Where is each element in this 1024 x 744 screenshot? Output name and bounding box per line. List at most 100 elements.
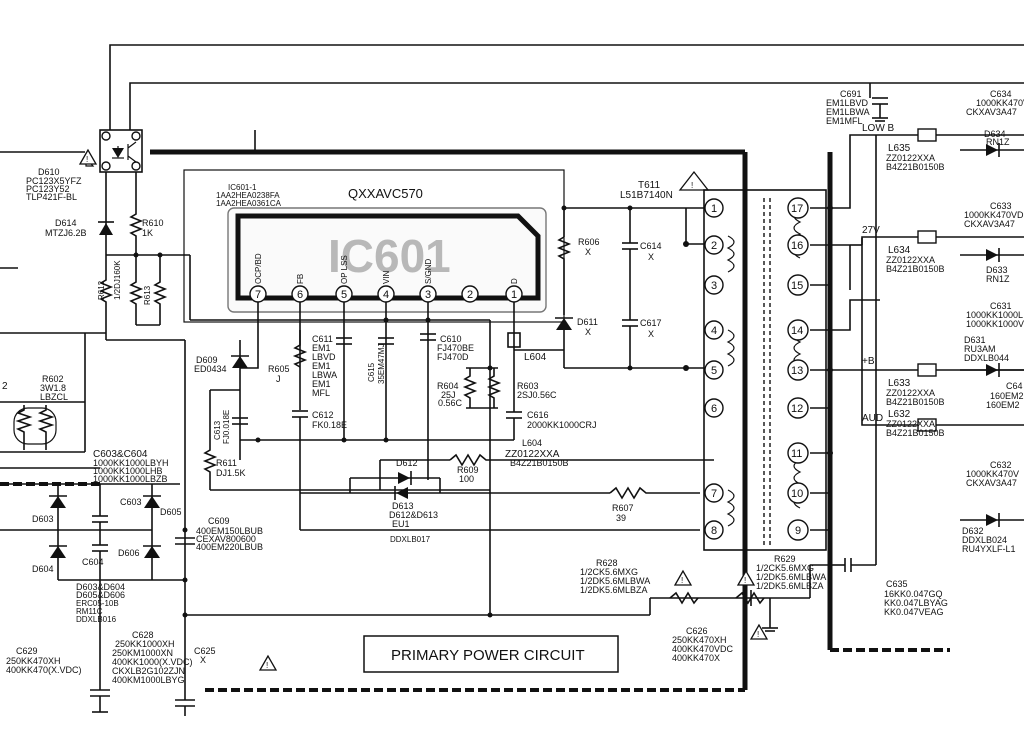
d633-label-0: D633: [986, 265, 1008, 275]
c633-label-2: CKXAV3A47: [964, 219, 1015, 229]
d634-label-0: D634: [984, 129, 1006, 139]
output-inductor-part: B4Z21B0150B: [886, 162, 945, 172]
c64x-label-0: C64: [1006, 381, 1023, 391]
ic-pin-name: S/GND: [424, 258, 433, 284]
svg-text:!: !: [266, 661, 268, 670]
c616-label-1: 2000KK1000CRJ: [527, 420, 597, 430]
output-inductor-part: ZZ0122XXA: [886, 388, 935, 398]
d603set-label-2: ERC05-10B: [76, 599, 119, 608]
d614-label-0: D614: [55, 218, 77, 228]
ic601-part: QXXAVC570: [348, 186, 423, 201]
secondary-wiring: C635 16KK0.047GQ KK0.047LBYAG KK0.047VEA…: [810, 134, 948, 617]
r612-label-1: 1/2DJ160K: [113, 260, 122, 300]
c633-label-0: C633: [990, 201, 1012, 211]
ic-pin-name: FB: [296, 274, 305, 284]
c629-label-1: 250KK470XH: [6, 656, 61, 666]
output-inductor-label: L633: [888, 378, 911, 389]
d632-label-1: DDXLB024: [962, 535, 1007, 545]
warning-icons: ! ! ! ! !: [78, 148, 769, 671]
transformer-pin-14: [787, 319, 809, 341]
c635-label-1: 16KK0.047GQ: [884, 589, 943, 599]
r613-label: R613: [143, 285, 152, 305]
left-input-section: 2 R602 3W1.8 LBZCL C603&C604 1000KK1000L…: [0, 333, 169, 484]
c635-label-2: KK0.047LBYAG: [884, 598, 948, 608]
c629-label-0: C629: [16, 646, 38, 656]
transformer-pin-number: 10: [791, 488, 803, 500]
d614-r610-group: D614 MTZJ6.2B R610 1K R612 1/2DJ160K R61…: [0, 210, 440, 341]
c610-label-0: C610: [440, 334, 462, 344]
l604b-label-2: B4Z21B0150B: [510, 458, 569, 468]
c611-label-4: LBWA: [312, 370, 337, 380]
d609-label-1: ED0434: [194, 364, 227, 374]
output-net-label: 27V: [862, 225, 880, 236]
output-inductor-part: ZZ0122XXA: [886, 255, 935, 265]
c628-label-4: CKXLB2G102ZJN: [112, 666, 185, 676]
svg-text:!: !: [744, 576, 746, 585]
ic601-group: IC601 QXXAVC570 IC601-1 1AA2HEA0238FA 1A…: [183, 169, 565, 323]
c64x-label-1: 160EM2: [990, 391, 1024, 401]
r605-label-1: J: [276, 374, 281, 384]
c64x-label-2: 160EM2: [986, 400, 1020, 410]
c626-label-3: 400KK470X: [672, 653, 720, 663]
r607-label-0: R607: [612, 503, 634, 513]
c603c604-label-2: 1000KK1000LHB: [93, 466, 163, 476]
r604-label-0: R604: [437, 381, 459, 391]
c628-label-0: C628: [132, 630, 154, 640]
d613-label-3: DDXLB017: [390, 535, 431, 544]
bridge-rectifier: C603 C604 D603 D604 D605 D606 D603&D604 …: [0, 483, 185, 624]
c611-label-1: EM1: [312, 343, 331, 353]
r602-label-1: 3W1.8: [40, 383, 66, 393]
c617-label-1: X: [648, 329, 654, 339]
c609-label-1: 400EM150LBUB: [196, 526, 263, 536]
transformer-pin-17: [787, 197, 809, 219]
warning-icon: !: [673, 569, 693, 586]
c613-label-1: FJ0.018E: [222, 410, 231, 444]
transformer-pin-number: 12: [791, 403, 803, 415]
transformer-pin-12: [787, 397, 809, 419]
c614-label-1: X: [648, 252, 654, 262]
c617-label-0: C617: [640, 318, 662, 328]
c628-label-3: 400KK1000(X.VDC): [112, 657, 193, 667]
c625-label-1: X: [200, 655, 206, 665]
d610-label-0: D610: [38, 167, 60, 177]
output-inductor: [917, 230, 937, 244]
main-filter-and-bottom: C609 400EM150LBUB CEXAV800600 400EM220LB…: [6, 339, 650, 716]
r629-label-3: 1/2DK5.6MLBZA: [756, 581, 824, 591]
svg-text:!: !: [86, 155, 88, 164]
c614-label-0: C614: [640, 241, 662, 251]
transformer-pin-13: [787, 359, 809, 381]
output-inductor-label: L634: [888, 245, 911, 256]
c631-label-2: 1000KK1000V: [966, 319, 1024, 329]
c611-label-2: LBVD: [312, 352, 336, 362]
l604b-label-0: L604: [522, 438, 542, 448]
c610-label-2: FJ470D: [437, 352, 469, 362]
c610-label-1: FJ470BE: [437, 343, 474, 353]
c626-label-1: 250KK470XH: [672, 635, 727, 645]
c626-label-0: C626: [686, 626, 708, 636]
r609-label-0: R609: [457, 465, 479, 475]
c691-label-2: EM1LBWA: [826, 107, 870, 117]
d609-label-0: D609: [196, 355, 218, 365]
c603-label: C603: [120, 497, 142, 507]
r602-label-2: LBZCL: [40, 392, 68, 402]
c628-label-5: 400KM1000LBYG: [112, 675, 185, 685]
r628-r629-c626: R628 1/2CK5.6MXG 1/2DK5.6MLBWA 1/2DK5.6M…: [580, 554, 830, 663]
transformer-pin-number: 7: [711, 488, 717, 500]
ic-pin-wiring: D609 ED0434 R605 J C612 FK0.18E C611 EM1…: [194, 302, 597, 615]
c611-label-5: EM1: [312, 379, 331, 389]
transformer-pin-number: 17: [791, 203, 803, 215]
d632-label-2: RU4YXLF-L1: [962, 544, 1016, 554]
ic-pin-number: 4: [383, 289, 389, 301]
ic601-name: IC601: [328, 230, 451, 282]
transformer-pin-number: 3: [711, 280, 717, 292]
warning-icon: !: [78, 148, 98, 165]
c609-label-2: CEXAV800600: [196, 534, 256, 544]
d631-label-1: RU3AM: [964, 344, 996, 354]
d612-label: D612: [396, 458, 418, 468]
c628-label-1: 250KK1000XH: [115, 639, 175, 649]
output-inductor-part: B4Z21B0150B: [886, 264, 945, 274]
output-inductor: [917, 363, 937, 377]
r611-label-1: DJ1.5K: [216, 468, 246, 478]
